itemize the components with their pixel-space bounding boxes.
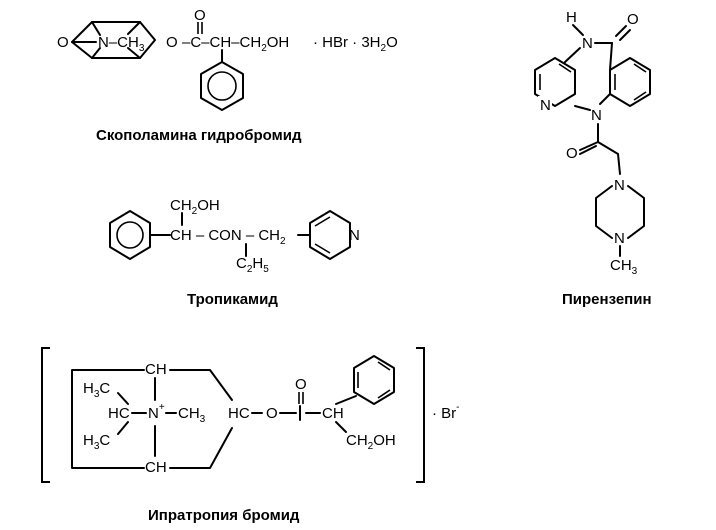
n-methyl-label: N–CH3 [98,34,145,54]
ipratropium-structure: CH CH H3C HC N+ CH3 H3C HC O O CH CH2OH … [41,347,460,483]
tropicamide-ethyl: C2H5 [236,255,269,275]
ester-chain: –C–CH–CH2OH [182,34,289,54]
methyl-top-left: H3C [83,380,110,400]
tropicamide-structure: CH2OH CH – CON – CH2 C2H5 N [109,197,360,275]
ester-hc: HC [228,405,250,422]
piperazine-methyl: CH3 [610,257,638,277]
ipratropium-ch2oh: CH2OH [346,432,396,452]
isopropyl-hc: HC [108,405,130,422]
ester-oxygen: O [166,34,178,51]
amide-hydrogen: H [566,9,577,26]
salt-label: · HBr · 3H2O [313,34,398,54]
caption-pirenzepine: Пирензепин [562,291,652,308]
diazepinone-oxygen: O [627,11,639,28]
methyl-bottom-left: H3C [83,432,110,452]
scopolamine-structure: O N–CH3 O O –C–CH–CH2OH · HBr · 3H2O [57,7,398,111]
tropicamide-ch2oh: CH2OH [170,197,220,217]
caption-scopolamine: Скополамина гидробромид [96,127,302,144]
bridgehead-ch-bottom: CH [145,459,167,476]
piperazine-nitrogen-1: N [614,177,625,194]
caption-tropicamide: Тропикамид [187,291,278,308]
pirenzepine-pyridine-n: N [540,97,551,114]
pyridine-nitrogen: N [349,227,360,244]
ipratropium-ester-oxygen: O [266,405,278,422]
pirenzepine-structure: H N O N N O N N CH3 [534,9,651,277]
acyl-oxygen: O [566,145,578,162]
quaternary-nitrogen: N+ [148,402,165,422]
piperazine-nitrogen-2: N [614,230,625,247]
carbonyl-oxygen: O [194,7,206,24]
bridging-nitrogen: N [591,107,602,124]
bromide-counterion: · Br- [432,402,460,422]
n-methyl: CH3 [178,405,206,425]
amide-nitrogen: N [582,35,593,52]
tropicamide-chain: CH – CON – CH2 [170,227,286,247]
bridgehead-ch-top: CH [145,361,167,378]
caption-ipratropium: Ипратропия бромид [148,507,300,524]
epoxide-oxygen: O [57,34,69,51]
alpha-ch: CH [322,405,344,422]
ipratropium-carbonyl-oxygen: O [295,376,307,393]
